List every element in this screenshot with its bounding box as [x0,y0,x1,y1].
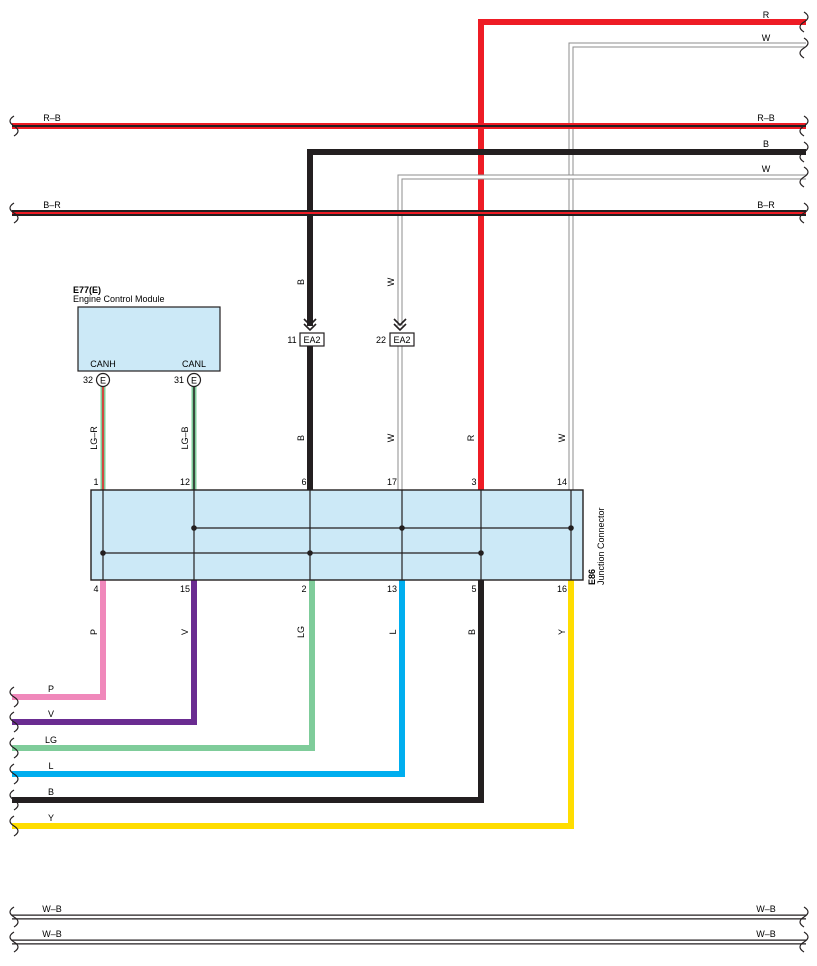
ecm-terminal-canh: E 32 [83,372,111,388]
label-top-5: R [466,434,476,441]
label-r-top: R [763,10,770,20]
wire-b-bottom [12,580,484,803]
pin-top-12: 12 [180,477,190,487]
pin-bottom-2: 2 [301,584,306,594]
ecm-canh-label: CANH [90,359,116,369]
label-w-above-ea2: W [386,277,396,286]
label-left-p: P [48,684,54,694]
label-bottom-l: L [388,629,398,634]
label-wb-left-1: W–B [42,904,62,914]
label-bottom-b: B [467,629,477,635]
junction-nodes [100,525,574,556]
ea2-pin-11: 11 [287,335,296,345]
label-br-left: B–R [43,200,61,210]
pin-top-6: 6 [301,477,306,487]
label-top-3: B [296,435,306,441]
wire-w-ea2 [397,174,806,326]
ecm-canl-label: CANL [182,359,206,369]
label-top-1: LG–R [89,426,99,450]
label-w-top: W [762,33,771,43]
wire-r [478,19,806,490]
label-top-2: LG–B [180,426,190,449]
label-wb-right-1: W–B [756,904,776,914]
label-rb-right: R–B [757,113,775,123]
pin-bottom-15: 15 [180,584,190,594]
pin-bottom-5: 5 [471,584,476,594]
wire-w-pin14 [568,42,806,490]
label-left-l: L [48,761,53,771]
ecm-badge-canh: E [100,376,106,386]
label-b-top: B [763,139,769,149]
ea2-connector-b: EA2 11 [287,318,325,347]
label-left-lg: LG [45,735,57,745]
label-bottom-v: V [180,629,190,635]
junction-name: Junction Connector [596,507,606,585]
label-left-y: Y [48,813,54,823]
break-symbols-wb [9,906,809,953]
junction-code: E86 [587,569,597,585]
ea2-label-b: EA2 [303,335,320,345]
label-left-b: B [48,787,54,797]
wire-l [12,580,405,777]
ecm-badge-canl: E [191,376,197,386]
label-b-above-ea2: B [296,279,306,285]
ea2-connector-w: EA2 22 [376,318,415,347]
pin-bottom-16: 16 [557,584,567,594]
junction-bus [102,490,572,580]
ecm-pin-32: 32 [83,375,93,385]
label-top-4: W [386,433,396,442]
ecm-name: Engine Control Module [73,294,165,304]
ecm-box [77,306,221,372]
pin-bottom-13: 13 [387,584,397,594]
break-symbols-bottom-left [9,686,19,837]
wire-y [12,580,574,829]
ecm-pin-31: 31 [174,375,184,385]
wire-v [12,580,197,725]
ea2-label-w: EA2 [393,335,410,345]
ecm-code: E77(E) [73,285,101,295]
pin-top-14: 14 [557,477,567,487]
label-bottom-lg: LG [296,626,306,638]
label-br-right: B–R [757,200,775,210]
pin-top-3: 3 [471,477,476,487]
wire-lg [12,580,315,751]
junction-box [90,489,584,581]
pin-top-17: 17 [387,477,397,487]
label-wb-right-2: W–B [756,929,776,939]
pin-bottom-4: 4 [93,584,98,594]
label-w2-top: W [762,164,771,174]
ecm-terminal-canl: E 31 [174,372,202,388]
label-top-6: W [557,433,567,442]
label-bottom-p: P [89,629,99,635]
ea2-pin-22: 22 [376,335,386,345]
label-bottom-y: Y [557,629,567,635]
label-wb-left-2: W–B [42,929,62,939]
wire-b-ea2 [307,149,806,326]
pin-top-1: 1 [93,477,98,487]
label-rb-left: R–B [43,113,61,123]
break-symbols-left [9,115,19,224]
label-left-v: V [48,709,54,719]
break-symbols-right [799,11,809,224]
wire-p [12,580,106,700]
